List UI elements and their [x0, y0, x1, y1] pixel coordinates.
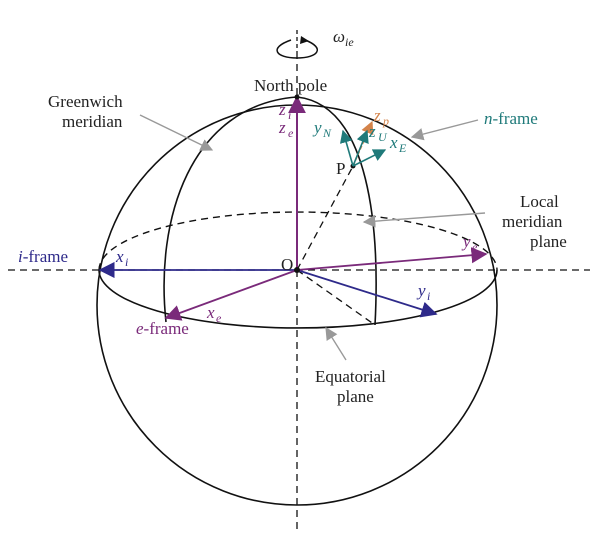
local-meridian-label-line2: meridian — [502, 212, 563, 231]
x-e-local-label-base: x — [389, 133, 398, 152]
y-e-axis-arrow — [296, 247, 488, 271]
greenwich-pointer-arrow — [139, 114, 214, 151]
i-frame-label: i-frame — [18, 247, 68, 266]
origin-to-p-dashed — [296, 167, 353, 271]
z-e-label: z e — [278, 118, 294, 140]
y-i-label-base: y — [416, 281, 426, 300]
n-frame-label: n-frame — [484, 109, 538, 128]
x-e-local-label: x E — [389, 133, 407, 155]
y-i-label-sub: i — [427, 289, 430, 303]
greenwich-meridian-curve — [163, 96, 298, 323]
x-i-label-sub: i — [125, 255, 128, 269]
z-e-label-sub: e — [288, 126, 294, 140]
y-e-label: y e — [461, 232, 478, 254]
n-frame-pointer-arrow — [410, 119, 479, 141]
y-n-label-base: y — [312, 118, 322, 137]
rotation-arrow-icon — [276, 39, 318, 59]
north-pole-dot — [294, 94, 300, 100]
omega-symbol: ω — [333, 27, 345, 46]
equatorial-pointer-arrow — [325, 326, 347, 361]
y-i-axis-arrow — [296, 269, 438, 318]
local-meridian-label-line3: plane — [530, 232, 567, 251]
y-n-axis-arrow — [340, 129, 354, 167]
equatorial-label-line2: plane — [337, 387, 374, 406]
x-i-label-base: x — [115, 247, 124, 266]
x-e-local-axis-arrow — [352, 149, 387, 167]
e-frame-prefix: e — [136, 319, 144, 338]
x-e-axis-arrow — [164, 269, 298, 321]
i-frame-prefix: i — [18, 247, 23, 266]
greenwich-label-line1: Greenwich — [48, 92, 123, 111]
z-p-label-sub: p — [382, 114, 389, 128]
x-e-local-label-sub: E — [398, 141, 407, 155]
origin-to-local-meridian-dashed — [296, 269, 376, 326]
z-u-label: z U — [368, 122, 388, 144]
omega-subscript: ie — [345, 35, 354, 49]
i-frame-suffix: -frame — [23, 247, 68, 266]
local-meridian-curve — [296, 96, 377, 326]
z-u-label-base: z — [368, 122, 376, 141]
x-e-label: x e — [206, 303, 222, 325]
n-frame-prefix: n — [484, 109, 493, 128]
origin-label: O — [281, 255, 293, 274]
y-n-label: y N — [312, 118, 332, 140]
point-p-label: P — [336, 159, 345, 178]
z-p-label: z p — [373, 106, 389, 128]
equatorial-label-line1: Equatorial — [315, 367, 386, 386]
x-e-label-sub: e — [216, 311, 222, 325]
z-i-label: z i — [278, 100, 291, 122]
y-e-label-base: y — [461, 232, 471, 251]
greenwich-label-line2: meridian — [62, 112, 123, 131]
z-i-label-base: z — [278, 100, 286, 119]
origin-dot — [294, 267, 300, 273]
local-meridian-pointer-arrow — [362, 212, 486, 228]
z-e-label-base: z — [278, 118, 286, 137]
x-e-label-base: x — [206, 303, 215, 322]
e-frame-label: e-frame — [136, 319, 189, 338]
z-u-axis-arrow — [352, 129, 369, 167]
equator-front-half — [98, 269, 498, 329]
y-n-label-sub: N — [322, 126, 332, 140]
y-i-label: y i — [416, 281, 430, 303]
z-p-label-base: z — [373, 106, 381, 125]
north-pole-label: North pole — [254, 76, 327, 95]
n-frame-suffix: -frame — [493, 109, 538, 128]
local-meridian-label-line1: Local — [520, 192, 559, 211]
rotation-arrowhead-icon — [300, 36, 309, 44]
e-frame-suffix: -frame — [144, 319, 189, 338]
z-u-label-sub: U — [378, 130, 388, 144]
y-e-label-sub: e — [472, 240, 478, 254]
z-i-label-sub: i — [288, 108, 291, 122]
x-i-label: x i — [115, 247, 128, 269]
